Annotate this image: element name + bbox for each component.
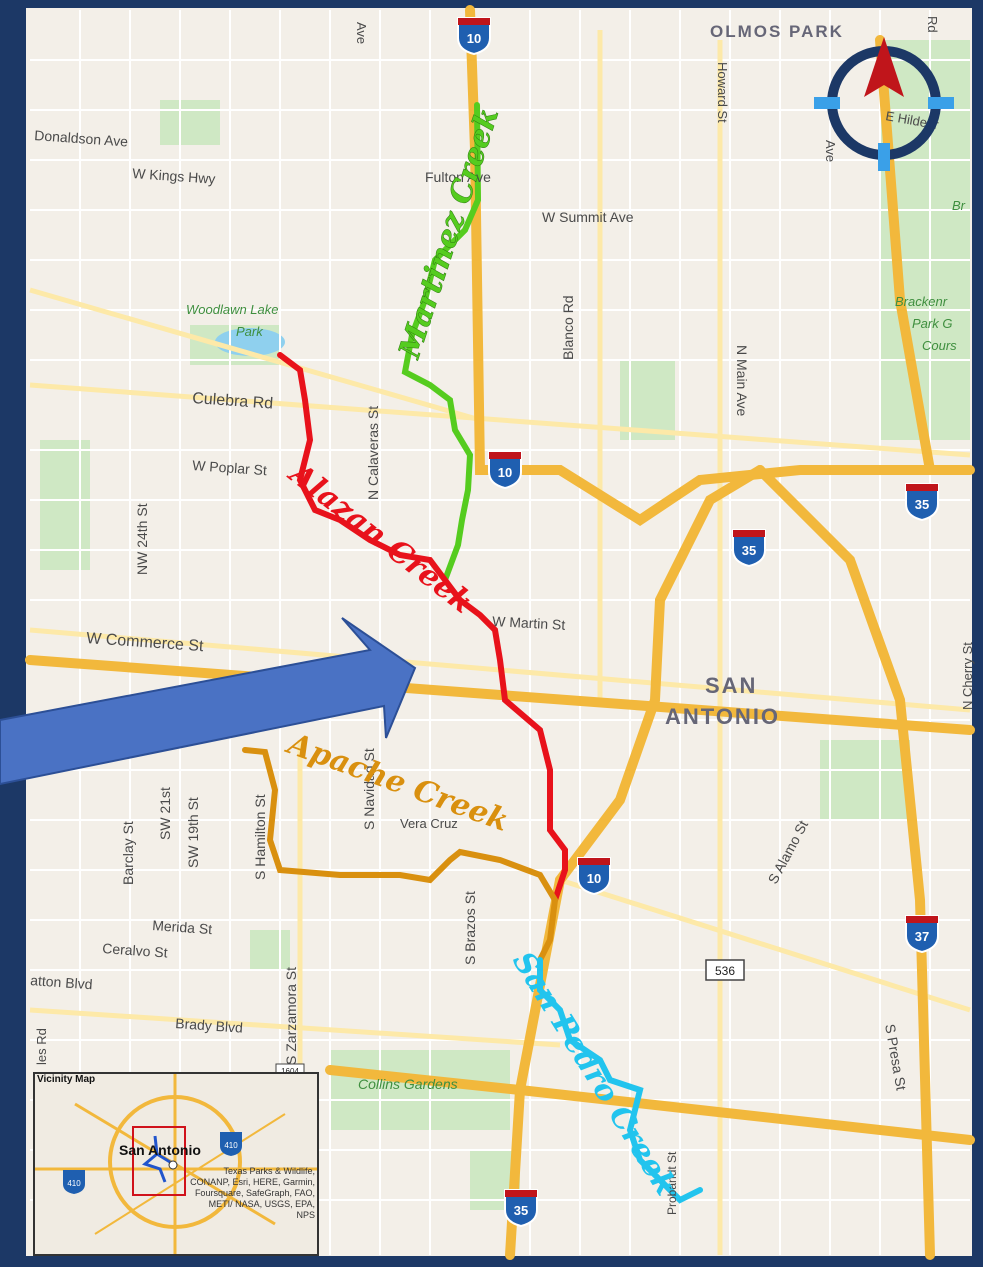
brady-blvd-label: Brady Blvd xyxy=(175,1015,244,1036)
n-main-ave-label: N Main Ave xyxy=(734,345,750,417)
br-label: Br xyxy=(952,198,966,213)
compass-icon xyxy=(814,37,954,171)
nw-24th-label: NW 24th St xyxy=(134,503,150,575)
svg-text:410: 410 xyxy=(224,1141,238,1150)
brackenridge-label-2: Park G xyxy=(912,316,952,331)
kings-hwy-label: W Kings Hwy xyxy=(132,165,216,187)
sw-21st-label: SW 21st xyxy=(157,787,173,840)
svg-text:35: 35 xyxy=(915,497,929,512)
route-536-shield: 536 xyxy=(705,959,745,981)
svg-text:35: 35 xyxy=(514,1203,528,1218)
barclay-st-label: Barclay St xyxy=(120,821,136,885)
patton-blvd-label: atton Blvd xyxy=(30,972,93,992)
blanco-rd-label: Blanco Rd xyxy=(560,295,576,360)
i35-shield-central: 35 xyxy=(732,529,766,568)
rd-top-label: Rd xyxy=(925,16,940,33)
zarzamora-st-label: S Zarzamora St xyxy=(283,967,299,1065)
sw-19th-label: SW 19th St xyxy=(185,797,201,868)
collins-gardens-label: Collins Gardens xyxy=(358,1076,458,1092)
n-cherry-label: N Cherry St xyxy=(960,642,975,710)
vicinity-city-label: San Antonio xyxy=(119,1142,201,1158)
street-grid xyxy=(30,10,970,1255)
vicinity-map-title: Vicinity Map xyxy=(37,1074,96,1085)
san-label: SAN xyxy=(705,673,757,698)
svg-text:10: 10 xyxy=(498,465,512,480)
vicinity-map-inset: 410 410 Vicinity Map San Antonio Texas P… xyxy=(33,1072,319,1256)
ave-top-label: Ave xyxy=(354,22,369,44)
brackenridge-label-3: Cours xyxy=(922,338,957,353)
i35-shield-east: 35 xyxy=(905,483,939,522)
ave-right-label: Ave xyxy=(823,140,838,162)
arterial-roads xyxy=(29,30,971,1255)
i35-shield-south: 35 xyxy=(504,1189,538,1228)
woodlawn-park-label-1: Woodlawn Lake xyxy=(186,302,279,317)
woodlawn-park-label-2: Park xyxy=(236,324,264,339)
pointer-arrow-icon xyxy=(0,617,417,786)
poplar-st-label: W Poplar St xyxy=(192,457,268,478)
san-pedro-creek-line xyxy=(537,957,703,1204)
vicinity-410-shield-b: 410 xyxy=(63,1170,85,1194)
martin-st-label: W Martin St xyxy=(492,613,566,633)
alazan-creek-line xyxy=(277,352,568,903)
map-attribution: Texas Parks & Wildlife, CONANP, Esri, HE… xyxy=(190,1166,315,1220)
martinez-creek-line xyxy=(401,102,482,583)
i10-shield-top: 10 xyxy=(457,17,491,56)
brazos-st-label: S Brazos St xyxy=(462,891,478,965)
merida-st-label: Merida St xyxy=(152,917,213,937)
svg-text:536: 536 xyxy=(715,964,735,978)
vera-cruz-label: Vera Cruz xyxy=(400,816,458,831)
donaldson-ave-label: Donaldson Ave xyxy=(34,127,129,150)
apache-creek-line xyxy=(242,747,559,963)
fulton-ave-label: Fulton Ave xyxy=(425,169,491,185)
brackenridge-label-1: Brackenr xyxy=(895,294,948,309)
les-rd-label: les Rd xyxy=(34,1028,49,1065)
freeways xyxy=(25,5,975,1260)
i10-shield-south: 10 xyxy=(577,857,611,896)
map-background xyxy=(26,8,972,1256)
olmos-park-label: OLMOS PARK xyxy=(710,22,844,41)
svg-text:10: 10 xyxy=(587,871,601,886)
i10-shield-mid: 10 xyxy=(488,451,522,490)
probandt-st-label: Probandt St xyxy=(665,1151,679,1215)
vicinity-map-graphic: 410 410 xyxy=(35,1074,317,1254)
howard-st-label: Howard St xyxy=(715,62,730,123)
svg-text:1604: 1604 xyxy=(281,1067,299,1076)
ceralvo-st-label: Ceralvo St xyxy=(102,940,168,961)
hamilton-st-label: S Hamilton St xyxy=(252,794,268,880)
svg-text:10: 10 xyxy=(467,31,481,46)
svg-text:410: 410 xyxy=(67,1179,81,1188)
navidad-st-label: S Navidad St xyxy=(361,748,377,830)
summit-ave-label: W Summit Ave xyxy=(542,209,634,225)
antonio-label: ANTONIO xyxy=(665,704,780,729)
svg-text:35: 35 xyxy=(742,543,756,558)
i37-shield: 37 xyxy=(905,915,939,954)
culebra-rd-label: Culebra Rd xyxy=(192,390,274,413)
vicinity-410-shield-a: 410 xyxy=(220,1132,242,1156)
svg-text:37: 37 xyxy=(915,929,929,944)
calaveras-st-label: N Calaveras St xyxy=(365,406,381,500)
